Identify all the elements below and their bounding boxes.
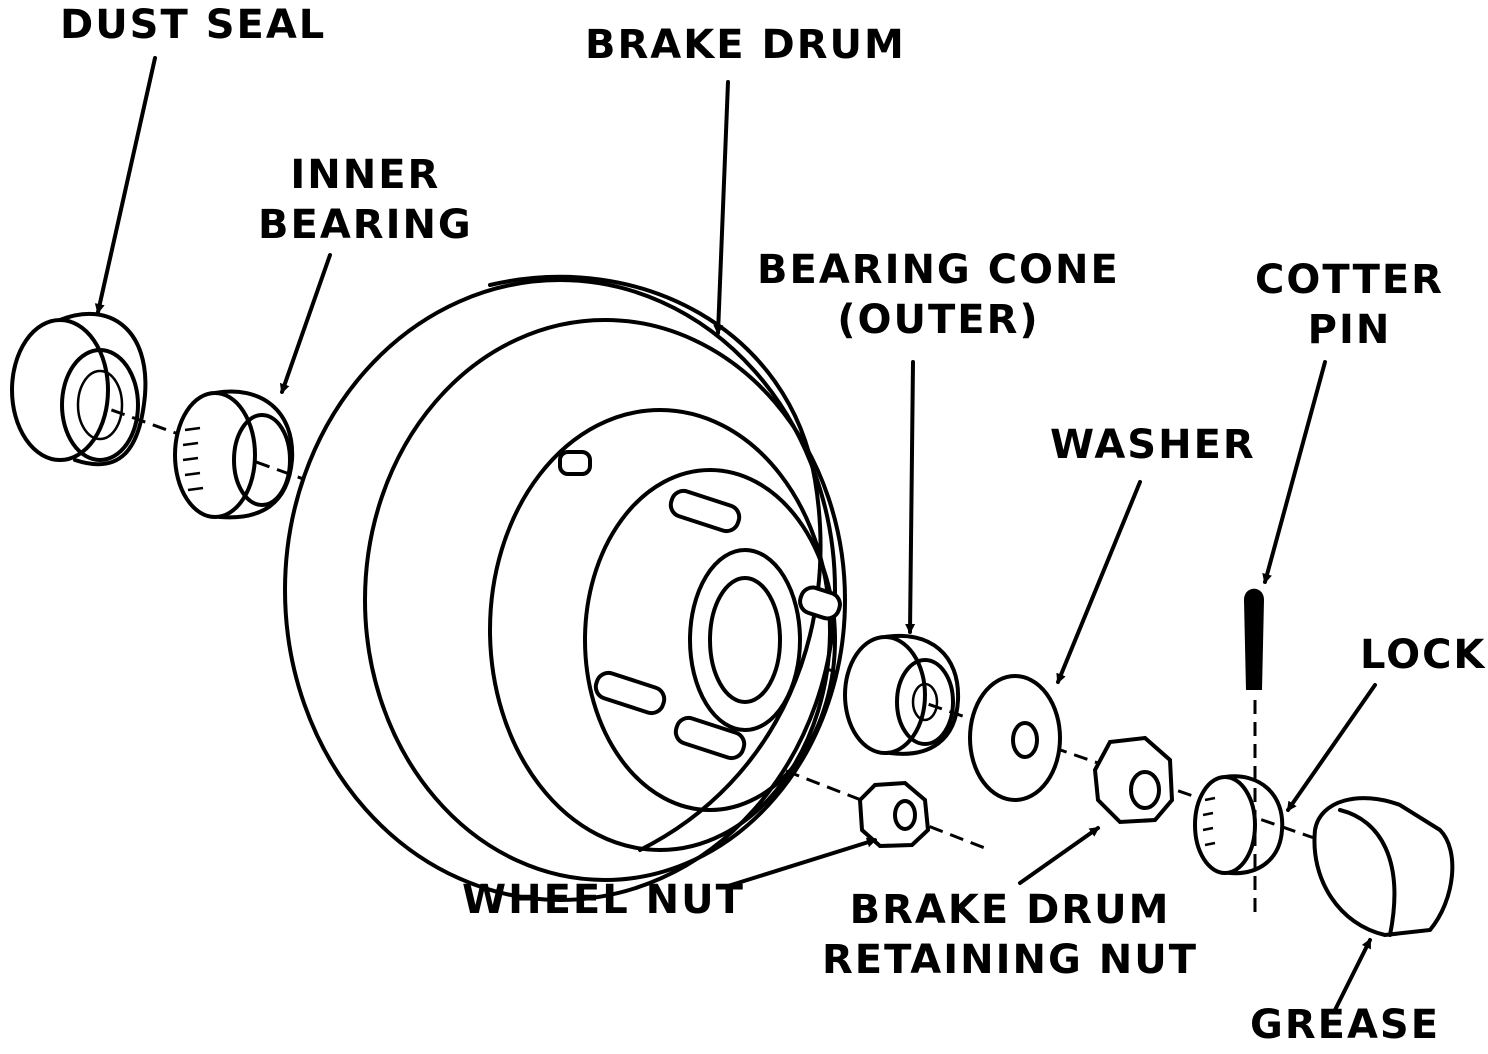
- dust-seal-part: [10, 311, 148, 467]
- label-washer: WASHER: [1050, 422, 1256, 468]
- label-wheel-nut: WHEEL NUT: [462, 877, 745, 923]
- lock-part: [1193, 774, 1285, 876]
- label-bearing-cone: BEARING CONE (OUTER): [757, 247, 1120, 343]
- wheel-nut-part: [857, 780, 931, 849]
- cotter-pin-part: [1244, 588, 1264, 690]
- grease-cap-part: [1312, 796, 1455, 938]
- label-inner-bearing: INNER BEARING: [258, 152, 473, 248]
- label-grease: GREASE: [1250, 1002, 1441, 1048]
- label-retaining-nut: BRAKE DRUM RETAINING NUT: [822, 887, 1198, 983]
- label-lock: LOCK: [1360, 632, 1487, 678]
- brake-drum-part: [283, 274, 847, 902]
- washer-part: [968, 674, 1062, 802]
- label-brake-drum: BRAKE DRUM: [585, 22, 906, 68]
- inner-bearing-part: [173, 389, 295, 520]
- bearing-cone-part: [843, 633, 961, 756]
- leader-arrows: [94, 56, 1377, 1012]
- retaining-nut-part: [1092, 735, 1175, 825]
- label-dust-seal: DUST SEAL: [60, 2, 327, 48]
- label-cotter-pin: COTTER PIN: [1255, 257, 1444, 353]
